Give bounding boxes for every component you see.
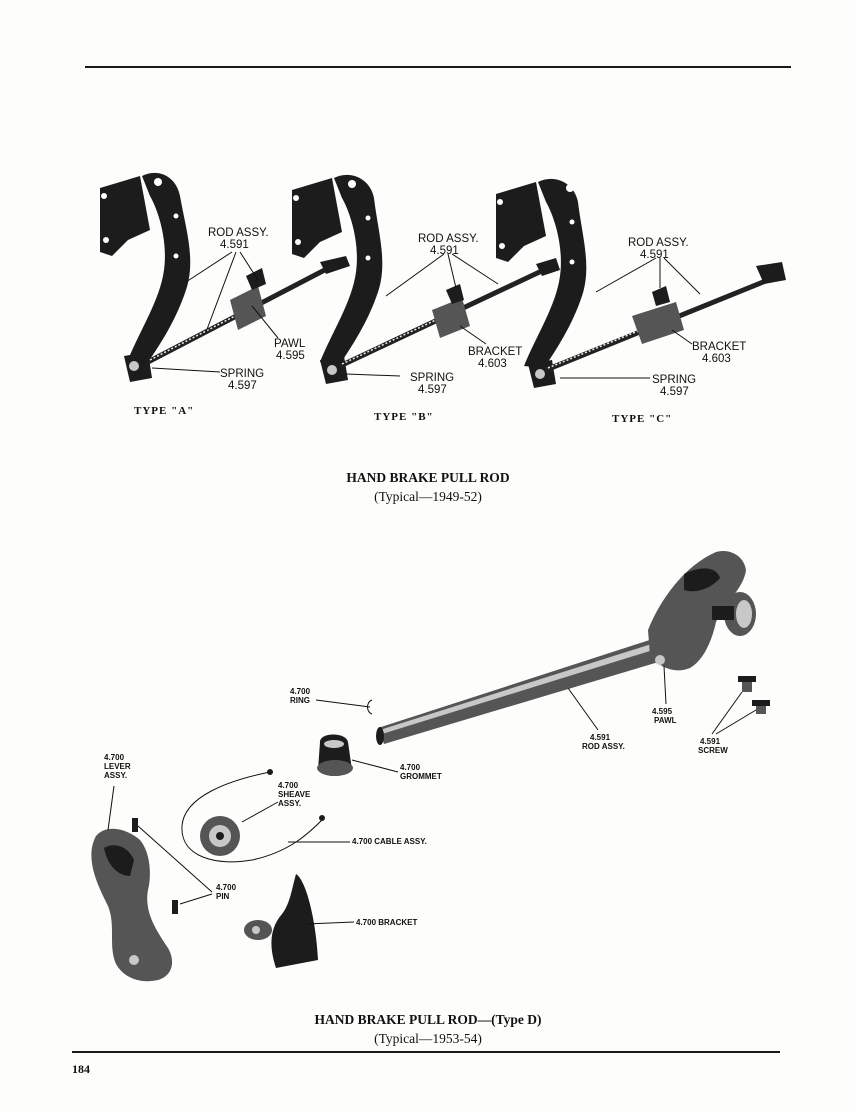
- type-b-assembly: [292, 174, 560, 384]
- figure1-subtitle: (Typical—1949-52): [374, 489, 482, 504]
- pin-label: PIN: [216, 892, 230, 901]
- type-a-caption: TYPE "A": [134, 405, 194, 417]
- ring-num: 4.700: [290, 687, 311, 696]
- sheave-label-2: ASSY.: [278, 799, 301, 808]
- lever-label-2: ASSY.: [104, 771, 127, 780]
- pin-num: 4.700: [216, 883, 237, 892]
- type-d-screws: [738, 676, 770, 714]
- figure2-subtitle: (Typical—1953-54): [374, 1031, 482, 1046]
- sheave-label-1: SHEAVE: [278, 790, 311, 799]
- cable-label: 4.700 CABLE ASSY.: [352, 837, 427, 846]
- figure2-title-type: (Type D): [491, 1012, 542, 1027]
- type-c-assembly: [496, 178, 786, 388]
- sheave-num: 4.700: [278, 781, 299, 790]
- type-d-lever: [91, 818, 178, 982]
- figure2-title-text: HAND BRAKE PULL ROD—: [314, 1012, 492, 1027]
- type-c-bracket-label: BRACKET: [692, 341, 746, 353]
- type-b-spring-num: 4.597: [418, 384, 447, 396]
- type-b-bracket-label: BRACKET: [468, 346, 522, 358]
- type-a-assembly: [100, 172, 350, 382]
- screw-num: 4.591: [700, 737, 721, 746]
- rod-num: 4.591: [590, 733, 611, 742]
- type-a-rod-label: ROD ASSY.: [208, 227, 269, 239]
- type-b-rod-label: ROD ASSY.: [418, 233, 479, 245]
- grommet-label: GROMMET: [400, 772, 442, 781]
- type-d-grommet: [317, 734, 353, 776]
- bracket-label: 4.700 BRACKET: [356, 918, 417, 927]
- type-d-bracket: [244, 874, 318, 968]
- type-d-rod: [376, 550, 756, 745]
- figure2-title: HAND BRAKE PULL ROD—(Type D) (Typical—19…: [0, 1010, 856, 1048]
- type-c-spring-label: SPRING: [652, 374, 696, 386]
- type-a-rod-num: 4.591: [220, 239, 249, 251]
- screw-label: SCREW: [698, 746, 728, 755]
- type-a-spring-num: 4.597: [228, 380, 257, 392]
- type-c-labels: ROD ASSY. 4.591 BRACKET 4.603 SPRING 4.5…: [612, 237, 746, 425]
- ring-label: RING: [290, 696, 310, 705]
- pawl-label: PAWL: [654, 716, 677, 725]
- type-a-spring-label: SPRING: [220, 368, 264, 380]
- figure1-title: HAND BRAKE PULL ROD (Typical—1949-52): [0, 468, 856, 506]
- top-rule: [85, 66, 791, 68]
- bottom-rule: [72, 1051, 780, 1053]
- type-c-bracket-num: 4.603: [702, 353, 731, 365]
- figure1-title-text: HAND BRAKE PULL ROD: [346, 470, 510, 485]
- type-a-pawl-num: 4.595: [276, 350, 305, 362]
- pawl-num: 4.595: [652, 707, 673, 716]
- type-a-pawl-label: PAWL: [274, 338, 306, 350]
- type-c-spring-num: 4.597: [660, 386, 689, 398]
- type-c-caption: TYPE "C": [612, 413, 672, 425]
- type-c-rod-label: ROD ASSY.: [628, 237, 689, 249]
- type-c-rod-num: 4.591: [640, 249, 669, 261]
- lever-label-1: LEVER: [104, 762, 131, 771]
- type-b-labels: ROD ASSY. 4.591 BRACKET 4.603 SPRING 4.5…: [374, 233, 522, 423]
- figure1-leaders: [151, 251, 701, 379]
- type-b-caption: TYPE "B": [374, 411, 434, 423]
- type-b-bracket-num: 4.603: [478, 358, 507, 370]
- rod-label: ROD ASSY.: [582, 742, 625, 751]
- figure2-labels: 4.700 RING 4.700 GROMMET 4.700 LEVER ASS…: [104, 687, 728, 927]
- page-number: 184: [72, 1062, 90, 1076]
- type-b-spring-label: SPRING: [410, 372, 454, 384]
- type-b-rod-num: 4.591: [430, 245, 459, 257]
- grommet-num: 4.700: [400, 763, 421, 772]
- lever-num: 4.700: [104, 753, 125, 762]
- figure2-leaders: [107, 665, 757, 925]
- type-d-cable: [181, 769, 325, 863]
- type-a-labels: ROD ASSY. 4.591 PAWL 4.595 SPRING 4.597 …: [134, 227, 306, 417]
